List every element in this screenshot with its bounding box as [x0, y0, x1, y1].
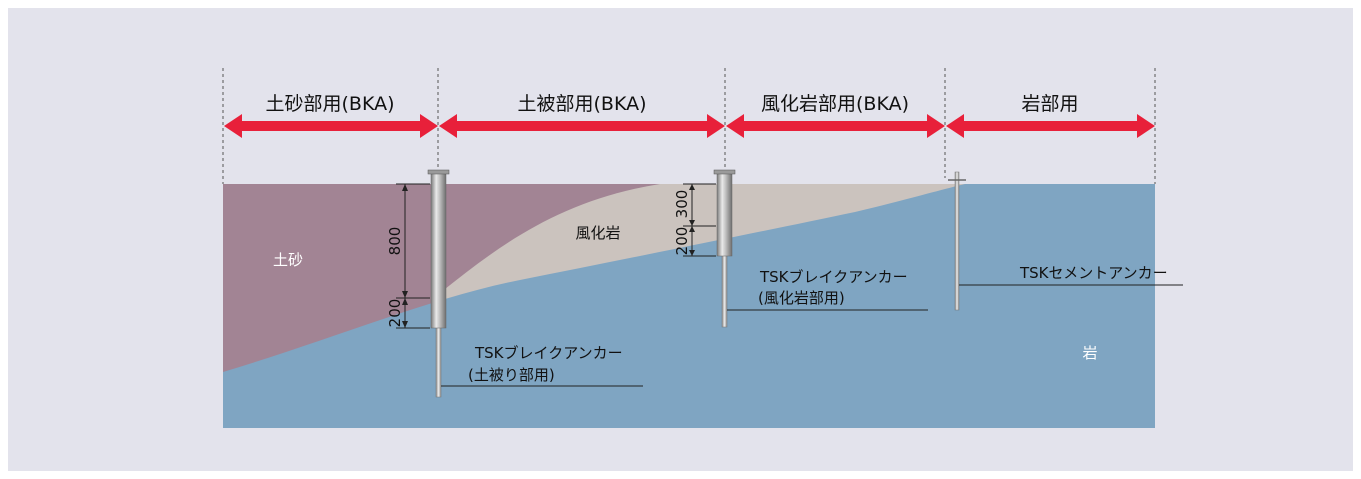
zone-arrow	[726, 114, 945, 138]
dimension-arrowheads	[689, 184, 695, 256]
zone-label-rock: 岩部用	[1021, 93, 1078, 115]
dimension-label-upper: 800	[386, 227, 404, 256]
dimension-label-lower: 200	[673, 227, 691, 256]
anchor-name-line2: (風化岩部用)	[758, 289, 845, 307]
rock-layer	[223, 184, 1155, 428]
zone-arrows	[224, 114, 1155, 138]
dimension-arrowheads	[402, 184, 408, 328]
dimension-label-upper: 300	[673, 190, 691, 219]
layer-label-rock: 岩	[1082, 344, 1097, 362]
zone-boundaries	[222, 68, 1156, 184]
anchor-cement: TSKセメントアンカー	[948, 171, 1183, 311]
zone-arrow	[224, 114, 438, 138]
layer-label-soil: 土砂	[273, 251, 303, 269]
anchor-name-line1: TSKブレイクアンカー	[759, 268, 908, 286]
anchor-cap	[427, 169, 450, 175]
zone-arrow	[946, 114, 1155, 138]
anchor-overburden: 800 200 TSKブレイクアンカー (土被り部用)	[386, 169, 643, 398]
zone-label-weathered: 風化岩部用(BKA)	[761, 93, 909, 115]
anchor-rod	[435, 324, 442, 398]
anchor-weathered: 300 200 TSKブレイクアンカー (風化岩部用)	[673, 169, 928, 328]
anchor-rod	[954, 171, 960, 311]
zone-arrow	[439, 114, 725, 138]
zone-label-overburden: 土被部用(BKA)	[518, 93, 647, 115]
anchor-pipe	[716, 171, 733, 257]
layer-label-weathered-rock: 風化岩	[575, 224, 620, 242]
anchor-name-line1: TSKセメントアンカー	[1019, 264, 1168, 282]
ground-section	[223, 184, 1155, 428]
dimension-label-lower: 200	[386, 299, 404, 328]
anchor-cap	[713, 169, 736, 175]
anchor-rod	[721, 252, 728, 328]
anchor-name-line1: TSKブレイクアンカー	[474, 344, 623, 362]
anchor-name-line2: (土被り部用)	[468, 366, 555, 384]
zone-label-soil: 土砂部用(BKA)	[266, 93, 395, 115]
anchor-pipe	[430, 171, 447, 329]
